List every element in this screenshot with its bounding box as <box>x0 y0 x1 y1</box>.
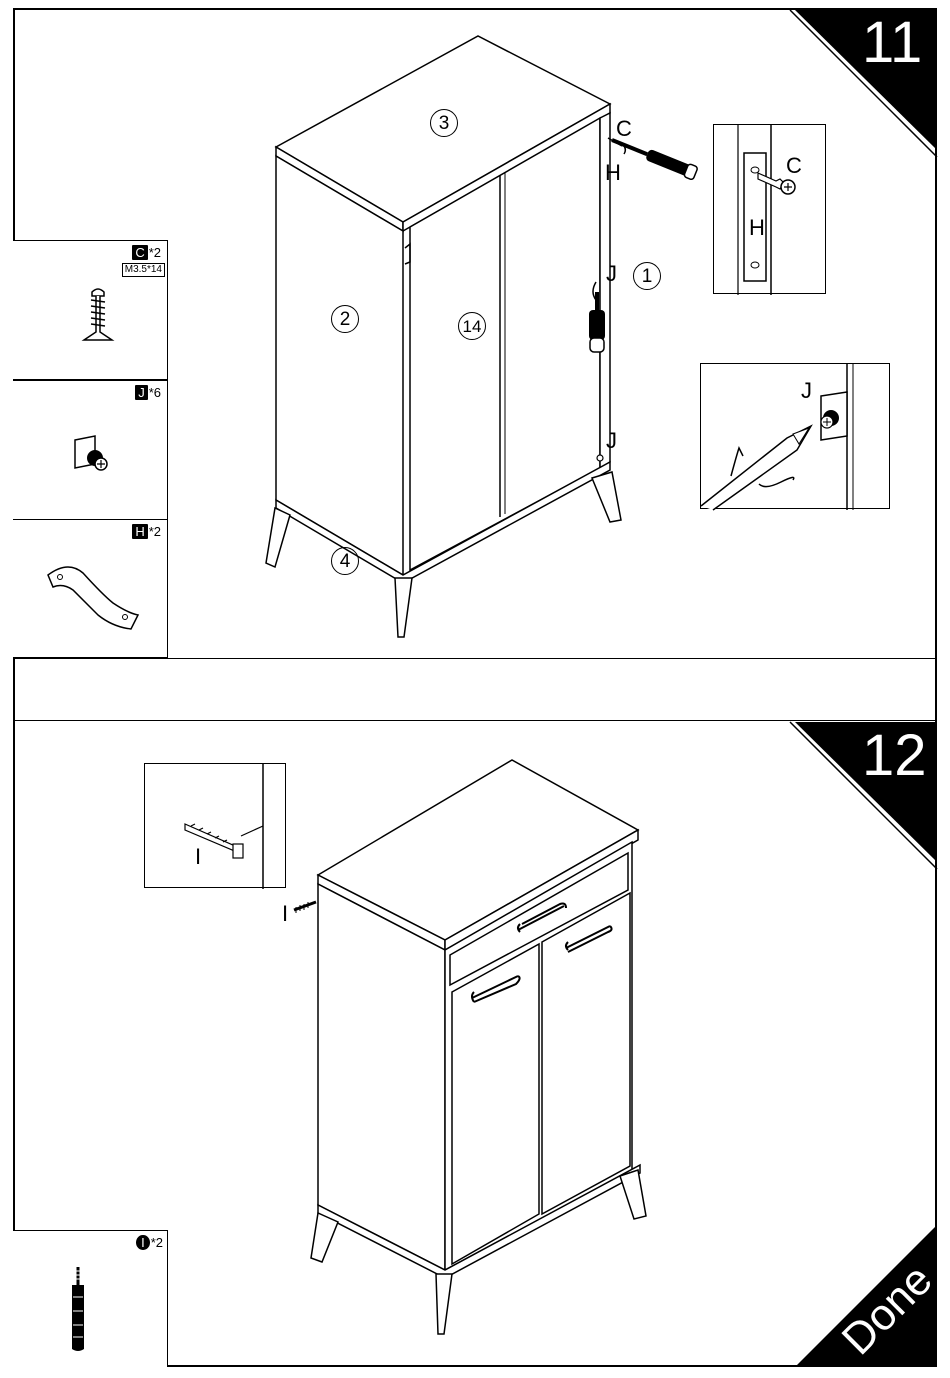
anchor-plug-icon <box>65 1267 95 1357</box>
part-i-qty: *2 <box>151 1236 163 1249</box>
part-i-box: I *2 <box>13 1230 168 1367</box>
callout-i: I <box>282 903 288 925</box>
part-i-badge: I *2 <box>136 1235 163 1250</box>
part-i-letter: I <box>136 1235 150 1250</box>
